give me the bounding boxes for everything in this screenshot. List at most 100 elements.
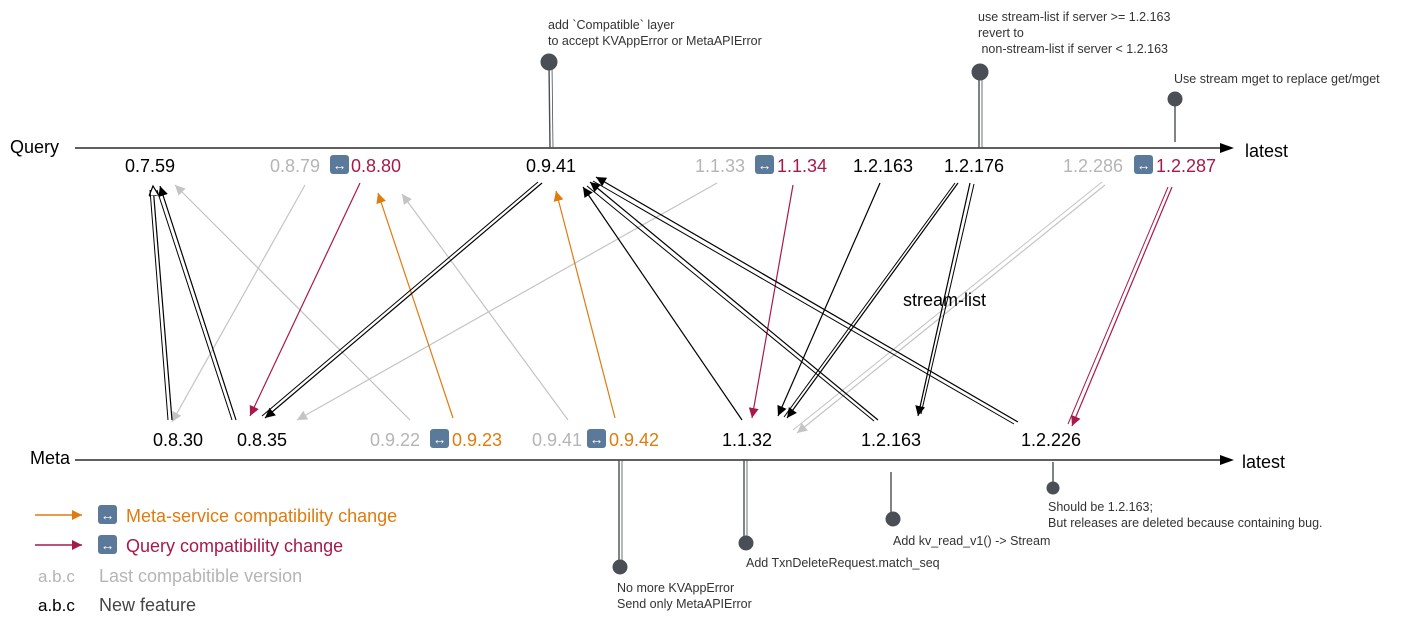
legend-new-feature-sample: a.b.c [38, 596, 75, 615]
version-q0880: 0.8.80 [351, 156, 401, 176]
note-should-be-line2: But releases are deleted because contain… [1048, 516, 1323, 530]
note-no-kvapperror-line1: No more KVAppError [617, 581, 734, 595]
legend-meta-compat-label: Meta-service compatibility change [126, 506, 397, 526]
version-q0941: 0.9.41 [526, 156, 576, 176]
edge-m12163-q0941-a [589, 181, 879, 421]
pin-no-kvapperror [612, 460, 628, 575]
version-m1132: 1.1.32 [722, 430, 772, 450]
edge-m12163-q0941-b [586, 185, 875, 422]
version-q0759: 0.7.59 [125, 156, 175, 176]
version-q12286: 1.2.286 [1063, 156, 1123, 176]
meta-axis-label: Meta [30, 448, 71, 468]
edge-m0942-q0941 [553, 190, 616, 419]
swap-icon: ↔ [98, 505, 117, 524]
query-axis-end-label: latest [1245, 141, 1288, 161]
svg-text:↔: ↔ [758, 157, 772, 173]
edge-q0941-m0835-b [261, 181, 539, 417]
swap-icon: ↔ [755, 155, 774, 174]
version-m0923: 0.9.23 [452, 430, 502, 450]
edge-q0879-m0830 [171, 184, 306, 423]
edge-m0830-q0759-a [153, 186, 173, 421]
legend-query-compat-label: Query compatibility change [126, 536, 343, 556]
version-m12226: 1.2.226 [1021, 430, 1081, 450]
edge-m12226-q0941-a [595, 176, 1019, 423]
legend-new-feature: a.b.c New feature [38, 595, 196, 615]
note-stream-mget: Use stream mget to replace get/mget [1174, 72, 1380, 86]
edge-m0835-q0759-b [156, 189, 233, 421]
version-m0835: 0.8.35 [237, 430, 287, 450]
svg-text:↔: ↔ [101, 507, 115, 523]
version-m12163: 1.2.163 [861, 430, 921, 450]
edge-m0941-q0880 [401, 193, 569, 421]
query-axis: Query latest [10, 137, 1288, 161]
note-compatible-layer-line1: add `Compatible` layer [548, 18, 674, 32]
svg-text:↔: ↔ [433, 431, 447, 447]
pin-compatible-layer [540, 53, 558, 149]
meta-versions: 0.8.30 0.8.35 0.9.22 ↔ 0.9.23 0.9.41 ↔ 0… [153, 429, 1081, 450]
svg-text:↔: ↔ [101, 537, 115, 553]
svg-text:↔: ↔ [333, 157, 347, 173]
legend-meta-compat: ↔ Meta-service compatibility change [35, 505, 397, 526]
note-should-be-line1: Should be 1.2.163; [1048, 500, 1153, 514]
legend-last-compat-label: Last compabitible version [99, 566, 302, 586]
swap-icon: ↔ [587, 429, 606, 448]
edge-q12287-m12226 [1071, 186, 1173, 427]
edge-m0830-q0759-b [149, 189, 169, 421]
note-stream-list-line2: revert to [978, 26, 1024, 40]
legend-new-feature-label: New feature [99, 595, 196, 615]
swap-icon: ↔ [1134, 155, 1153, 174]
version-q1133: 1.1.33 [695, 156, 745, 176]
edge-q12176-m12163-a [915, 182, 971, 417]
pin-txn-delete [738, 460, 754, 551]
edge-m12226-q0941-b [592, 180, 1015, 425]
edge-q12286-m1132 [796, 184, 1106, 434]
version-q12287: 1.2.287 [1156, 156, 1216, 176]
edge-m0835-q0759-a [158, 185, 237, 421]
swap-icon: ↔ [430, 429, 449, 448]
version-q0879: 0.8.79 [270, 156, 320, 176]
svg-text:↔: ↔ [1137, 157, 1151, 173]
edge-q12176-m1132-a [786, 182, 959, 419]
query-versions: 0.7.59 0.8.79 ↔ 0.8.80 0.9.41 1.1.33 ↔ 1… [125, 155, 1216, 176]
edge-q12176-m1132-b [783, 182, 956, 418]
svg-text:↔: ↔ [590, 431, 604, 447]
note-no-kvapperror-line2: Send only MetaAPIError [617, 597, 752, 611]
note-stream-list-line3: non-stream-list if server < 1.2.163 [978, 42, 1168, 56]
edge-label-stream-list: stream-list [903, 290, 986, 310]
legend-last-compat: a.b.c Last compabitible version [38, 566, 302, 586]
meta-axis: Meta latest [30, 448, 1285, 472]
pin-should-be [1046, 462, 1060, 495]
meta-axis-end-label: latest [1242, 452, 1285, 472]
note-txn-delete: Add TxnDeleteRequest.match_seq [746, 556, 940, 570]
version-q12163: 1.2.163 [853, 156, 913, 176]
swap-icon: ↔ [98, 535, 117, 554]
legend-last-compat-sample: a.b.c [38, 567, 75, 586]
compatibility-edges [149, 176, 1173, 434]
version-m0942: 0.9.42 [609, 430, 659, 450]
note-stream-list-line1: use stream-list if server >= 1.2.163 [978, 10, 1170, 24]
version-m0922: 0.9.22 [370, 430, 420, 450]
edge-m0923-q0880 [376, 192, 454, 419]
swap-icon: ↔ [330, 155, 349, 174]
version-q1134: 1.1.34 [777, 156, 827, 176]
edge-q0941-m0835-a [264, 182, 543, 419]
pin-stream-mget [1167, 91, 1183, 142]
edge-q12176-m12163-b [920, 183, 975, 415]
note-kv-read: Add kv_read_v1() -> Stream [893, 534, 1050, 548]
pin-kv-read [885, 472, 901, 527]
edge-q0880-m0835 [249, 182, 361, 417]
edge-q12286-m1132-b [792, 181, 1103, 431]
version-q12176: 1.2.176 [944, 156, 1004, 176]
edge-q1133-m0835 [296, 182, 718, 421]
edge-q12287-m12226-b [1067, 186, 1169, 425]
notes: add `Compatible` layer to accept KVAppEr… [548, 10, 1380, 611]
note-pins [540, 53, 1183, 575]
pin-stream-list [971, 63, 989, 148]
legend-query-compat: ↔ Query compatibility change [35, 535, 343, 556]
legend: ↔ Meta-service compatibility change ↔ Qu… [35, 505, 397, 615]
edge-m0922-q0759 [174, 184, 411, 421]
edge-q1134-m1132 [748, 184, 794, 419]
version-m0830: 0.8.30 [153, 430, 203, 450]
note-compatible-layer-line2: to accept KVAppError or MetaAPIError [548, 34, 762, 48]
